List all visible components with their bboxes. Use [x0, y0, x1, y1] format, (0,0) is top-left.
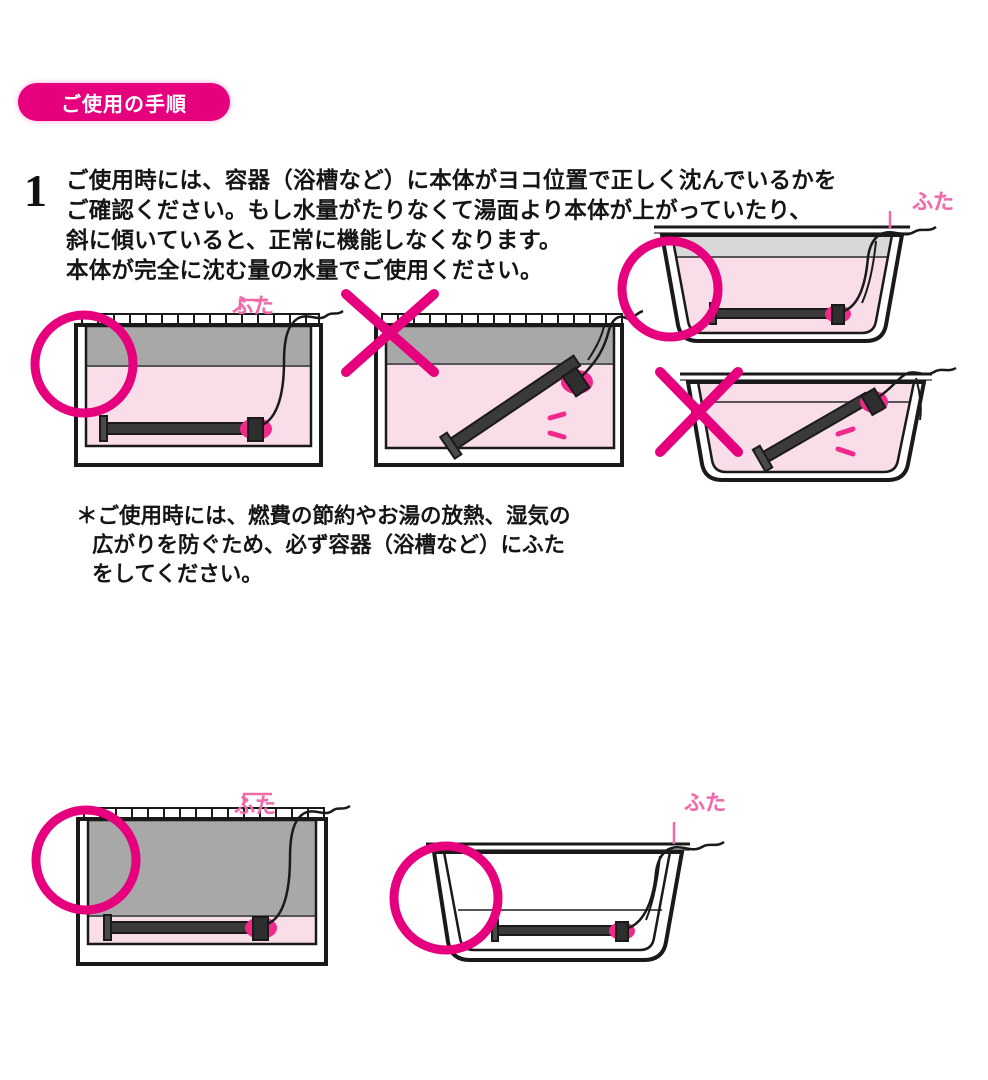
power-cord: [266, 804, 351, 926]
lid-caption-3: ふた: [912, 190, 954, 214]
tub-outline: [685, 380, 927, 482]
power-cord: [261, 309, 344, 427]
power-cord: [879, 366, 957, 398]
lid-leader-line: [242, 792, 272, 804]
heater-connector-body: [615, 921, 629, 942]
step-number: 1: [24, 165, 47, 216]
power-cord: [843, 225, 937, 313]
motion-ticks: [547, 411, 567, 440]
heater-connector-body: [247, 417, 264, 442]
highlight-circle: [617, 236, 723, 342]
heater-connector-body: [252, 916, 269, 941]
section-badge-label: ご使用の手順: [61, 91, 187, 116]
lid-gray-band: [672, 235, 892, 257]
tub-inner-outline: [86, 818, 318, 946]
heater-connector-body: [831, 304, 845, 325]
power-cord-secondary: [645, 855, 661, 921]
power-cord-secondary: [861, 240, 877, 304]
heater-unit: [99, 415, 272, 442]
power-cord: [627, 840, 725, 930]
step-instruction-text: ご使用時には、容器（浴槽など）に本体がヨコ位置で正しく沈んでいるかを ご確認くだ…: [66, 166, 946, 286]
cross-mark: [341, 289, 439, 377]
note-line-2: 広がりを防ぐため、必ず容器（浴槽など）にふた: [92, 533, 566, 558]
note-line-1: ＊ご使用時には、燃費の節約やお湯の放熱、湿気の: [76, 504, 571, 529]
lid-gray-band: [88, 820, 316, 916]
highlight-circle: [30, 310, 138, 418]
heater-unit-tilted: [751, 387, 888, 473]
highlight-circle: [389, 841, 503, 955]
tub-inner-outline: [670, 233, 894, 335]
figure-low-water-rectangular-tub: [31, 786, 358, 981]
lid-caption-1: ふた: [232, 294, 274, 318]
instruction-line-2: ご確認ください。もし水量がたりなくて湯面より本体が上がっていたり、: [66, 198, 812, 224]
section-badge: ご使用の手順: [18, 83, 230, 121]
figure-incorrect-rectangular-tub: [341, 289, 650, 485]
instruction-line-3: 斜に傾いていると、正常に機能しなくなります。: [66, 228, 562, 254]
heater-unit: [103, 914, 277, 941]
figure-correct-rectangular-tub: [30, 292, 346, 482]
note-text: ＊ご使用時には、燃費の節約やお湯の放熱、湿気の 広がりを防ぐため、必ず容器（浴槽…: [76, 502, 716, 589]
heater-end-cap: [438, 431, 463, 461]
figure-correct-trapezoid-tub: [617, 205, 978, 355]
heater-rod: [107, 921, 255, 934]
heater-connector-body: [561, 366, 591, 398]
motion-ticks: [835, 426, 856, 457]
heater-rod: [495, 925, 617, 936]
heater-unit-tilted: [438, 354, 593, 461]
heater-connector-body: [860, 387, 887, 417]
lid-caption-5: ふた: [234, 794, 276, 818]
heater-end-cap: [103, 914, 112, 941]
heater-rod: [103, 422, 250, 435]
note-line-3: をしてください。: [92, 562, 263, 587]
figure-incorrect-trapezoid-tub: [655, 356, 986, 491]
tub-inner-outline: [696, 380, 916, 474]
figure-empty-trapezoid-tub: [389, 800, 758, 990]
tub-inner-outline: [384, 324, 616, 450]
heater-end-cap: [99, 415, 108, 442]
lid-caption-6: ふた: [684, 791, 726, 815]
lid-leader-line: [238, 298, 268, 310]
power-cord-secondary: [587, 325, 605, 361]
instruction-line-4: 本体が完全に沈む量の水量でご使用ください。: [66, 258, 543, 284]
power-cord-secondary: [915, 377, 922, 421]
highlight-circle: [31, 805, 141, 915]
heater-rod: [713, 308, 833, 319]
cross-mark: [655, 367, 743, 457]
instruction-line-1: ご使用時には、容器（浴槽など）に本体がヨコ位置で正しく沈んでいるかを: [66, 168, 837, 194]
heater-end-cap: [751, 444, 774, 473]
tub-inner-outline: [84, 324, 313, 448]
